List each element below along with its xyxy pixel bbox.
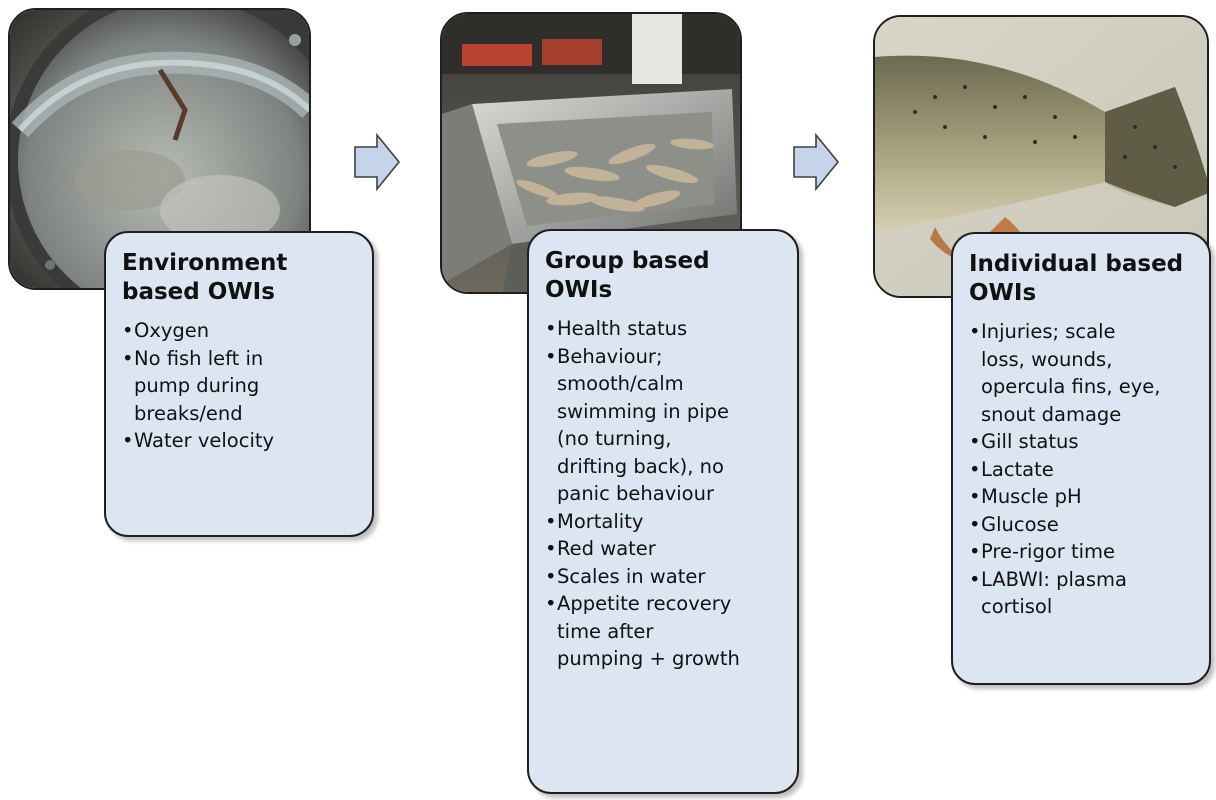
owi-list: •Oxygen •No fish left in pump during bre…: [122, 317, 358, 455]
list-item: •Health status: [545, 317, 688, 340]
owi-list: •Health status •Behaviour; smooth/calm s…: [545, 315, 783, 673]
individual-owi-card: Individual based OWIs •Injuries; scale l…: [951, 232, 1211, 685]
list-item: •No fish left in pump during breaks/end: [122, 346, 264, 425]
group-owi-card: Group based OWIs •Health status •Behavio…: [527, 229, 799, 794]
arrow-right-icon: [792, 132, 840, 196]
card-title: Environment based OWIs: [122, 250, 288, 305]
list-item: •Gill status: [969, 430, 1079, 453]
owi-list: •Injuries; scale loss, wounds, opercula …: [969, 318, 1195, 621]
list-item: •Oxygen: [122, 319, 210, 342]
list-item: •LABWI: plasma cortisol: [969, 567, 1127, 619]
environment-owi-card: Environment based OWIs •Oxygen •No fish …: [104, 231, 374, 537]
list-item: •Muscle pH: [969, 485, 1082, 508]
list-item: •Lactate: [969, 457, 1054, 481]
card-title: Individual based OWIs: [969, 251, 1184, 306]
list-item: •Injuries; scale loss, wounds, opercula …: [969, 320, 1161, 426]
list-item: •Pre-rigor time: [969, 540, 1116, 563]
list-item: •Mortality: [545, 509, 644, 533]
list-item: •Appetite recovery time after pumping + …: [545, 592, 740, 670]
list-item: •Water velocity: [122, 429, 275, 452]
list-item: •Scales in water: [545, 564, 706, 588]
card-title: Group based OWIs: [545, 248, 710, 303]
list-item: •Red water: [545, 537, 656, 560]
list-item: •Glucose: [969, 512, 1059, 536]
list-item: •Behaviour; smooth/calm swimming in pipe…: [545, 344, 730, 506]
arrow-right-icon: [353, 132, 401, 196]
